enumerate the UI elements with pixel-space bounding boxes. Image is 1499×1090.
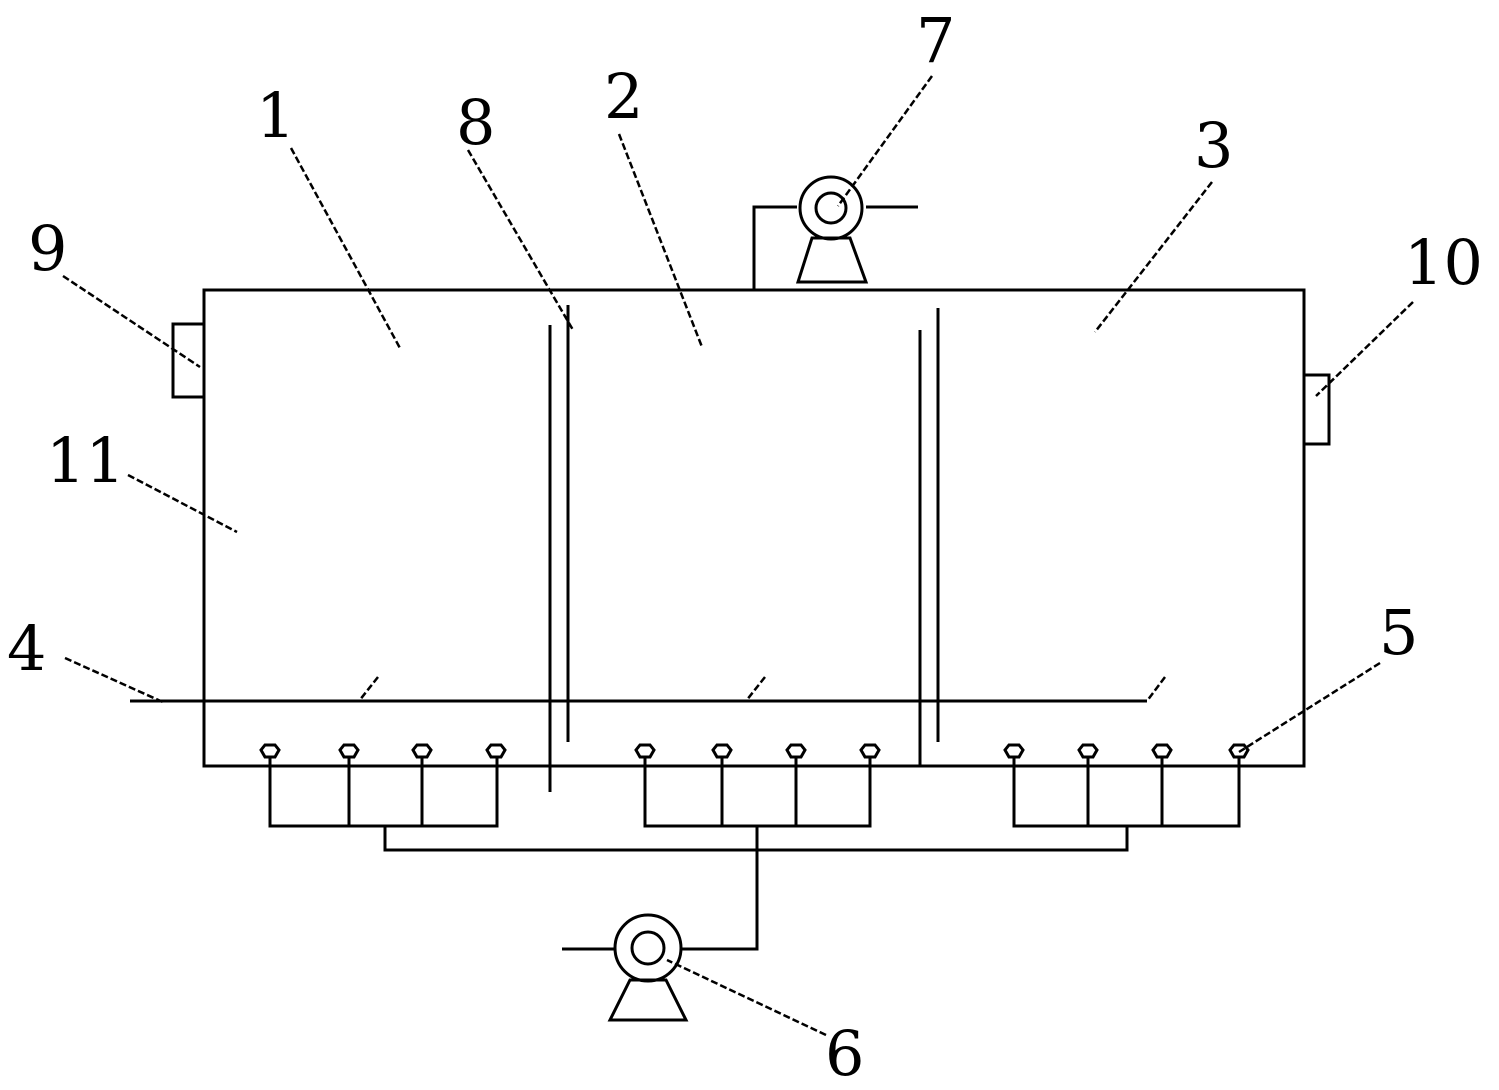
label-3: 3: [1194, 109, 1233, 182]
label-8: 8: [456, 86, 495, 159]
blower-6-casing: [613, 913, 683, 983]
aerator-head: [634, 743, 656, 759]
aerator-head: [1228, 743, 1250, 759]
aerator-head: [259, 743, 281, 759]
aerator-head: [485, 743, 507, 759]
air-manifold: [268, 757, 1241, 951]
tank-body: [202, 288, 1306, 768]
label-4: 4: [7, 612, 46, 685]
blower-6: [562, 913, 689, 1022]
outlet-port-10: [1302, 373, 1331, 446]
aerator-head: [411, 743, 433, 759]
pump-7-impeller: [814, 191, 848, 225]
blower-6-base: [607, 978, 689, 1022]
pump-7: [752, 175, 918, 290]
aerator-head: [785, 743, 807, 759]
aerator-head: [1077, 743, 1099, 759]
leader-lines: [62, 75, 1414, 1037]
label-11: 11: [46, 424, 125, 497]
aerator-group-left: [259, 743, 507, 759]
label-6: 6: [825, 1017, 864, 1085]
aerator-head: [1151, 743, 1173, 759]
label-5: 5: [1379, 596, 1418, 669]
label-7: 7: [916, 4, 955, 77]
inlet-port-9: [171, 322, 206, 399]
label-1: 1: [256, 79, 295, 152]
label-9: 9: [28, 212, 67, 285]
aerator-group-right: [1003, 743, 1250, 759]
pump-7-base: [795, 236, 869, 284]
label-10: 10: [1404, 226, 1483, 299]
aerator-group-middle: [634, 743, 881, 759]
aerator-head: [338, 743, 360, 759]
aerator-head: [711, 743, 733, 759]
aerator-head: [1003, 743, 1025, 759]
label-2: 2: [604, 60, 643, 133]
blower-6-impeller: [630, 930, 666, 966]
aerator-head: [859, 743, 881, 759]
